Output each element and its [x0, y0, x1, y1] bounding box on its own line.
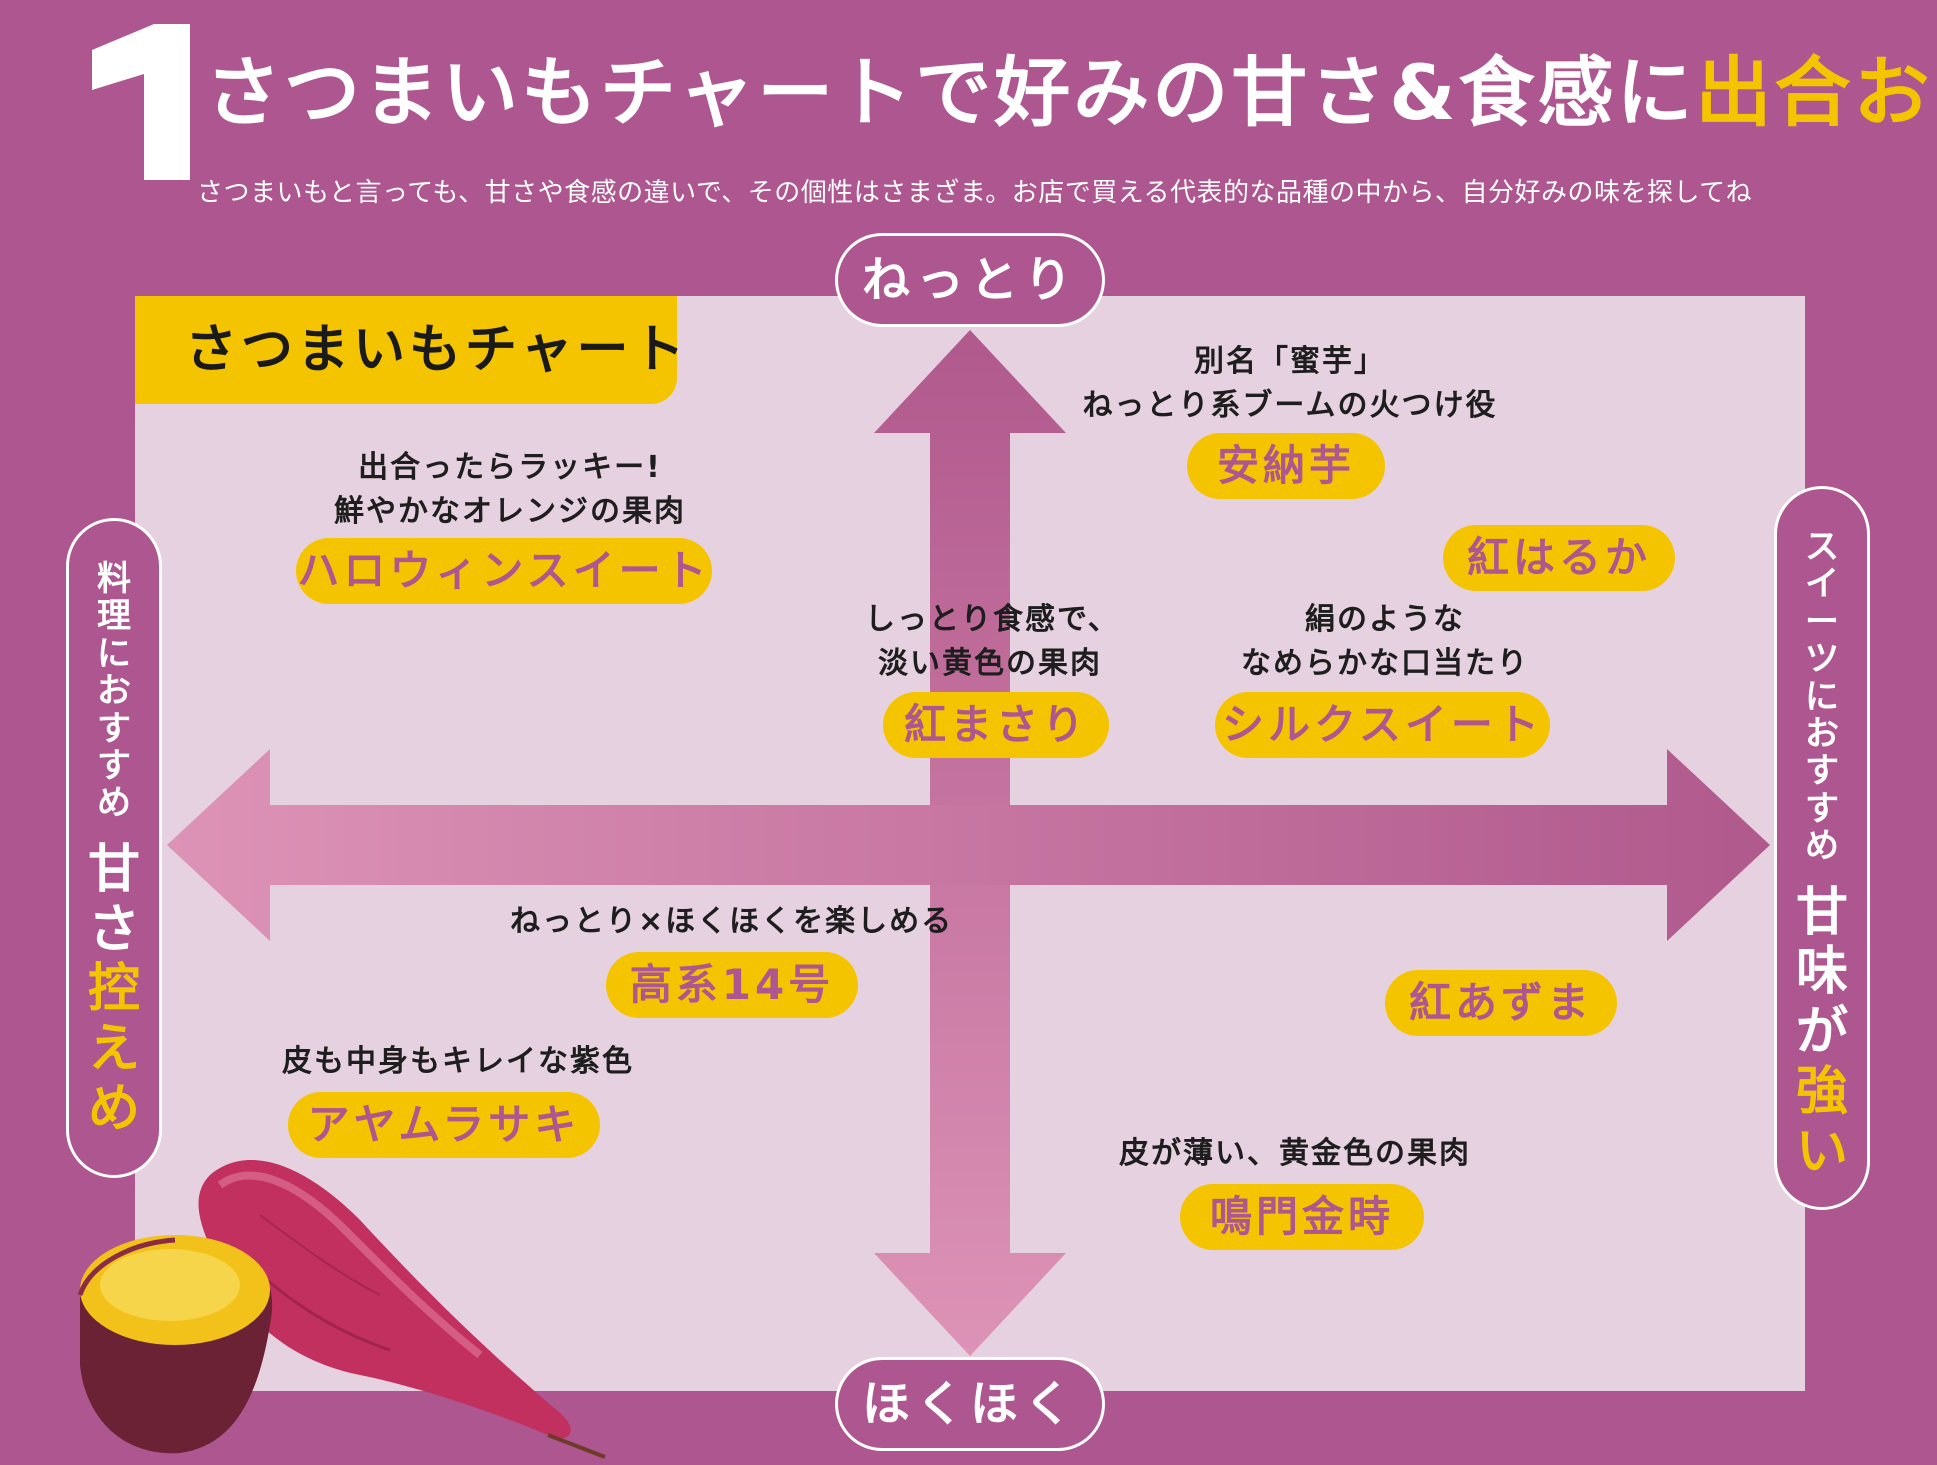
variety-desc-halloween: 出合ったらラッキー! 鮮やかなオレンジの果肉 — [334, 450, 686, 529]
variety-desc-silksweet: 絹のような なめらかな口当たり — [1241, 602, 1529, 681]
axis-right-big-text: 甘味が強い — [1795, 882, 1848, 1182]
section-number-one — [92, 24, 190, 180]
variety-tag-halloween-sweet: ハロウィンスイート — [296, 538, 712, 604]
axis-label-left: 料理におすすめ 甘さ控えめ — [66, 518, 162, 1178]
sweet-potato-illustration — [77, 1160, 606, 1459]
variety-tag-beniharuka: 紅はるか — [1443, 525, 1675, 591]
variety-desc-benimasari: しっとり食感で、 淡い黄色の果肉 — [865, 602, 1120, 681]
title-main: さつまいもチャートで好みの甘さ&食感に — [205, 48, 1696, 137]
chart-title-tag: さつまいもチャート — [135, 296, 684, 404]
axis-right-small-text: スイーツにおすすめ — [1805, 527, 1839, 867]
page-title: さつまいもチャートで好みの甘さ&食感に出合おう — [205, 55, 1937, 131]
variety-desc-narutokintoki: 皮が薄い、黄金色の果肉 — [1119, 1136, 1471, 1171]
axis-label-bottom: ほくほく — [835, 1357, 1105, 1451]
axis-label-top: ねっとり — [835, 233, 1105, 327]
variety-desc-annou: 別名「蜜芋」 ねっとり系ブームの火つけ役 — [1082, 344, 1498, 423]
variety-tag-silksweet: シルクスイート — [1215, 692, 1550, 758]
variety-tag-ayamurasaki: アヤムラサキ — [288, 1092, 600, 1158]
horizontal-arrow — [167, 749, 1770, 941]
variety-tag-koukei14: 高系14号 — [606, 952, 858, 1018]
axis-left-big-text: 甘さ控えめ — [87, 839, 140, 1139]
cut-sweet-potato-icon — [77, 1235, 273, 1454]
axis-left-small-text: 料理におすすめ — [97, 559, 131, 824]
axis-label-right: スイーツにおすすめ 甘味が強い — [1774, 486, 1870, 1210]
variety-tag-annou: 安納芋 — [1187, 433, 1385, 499]
variety-tag-benimasari: 紅まさり — [883, 692, 1109, 758]
variety-desc-koukei14: ねっとり×ほくほくを楽しめる — [510, 904, 954, 939]
variety-tag-narutokintoki: 鳴門金時 — [1180, 1184, 1424, 1250]
page-subtitle: さつまいもと言っても、甘さや食感の違いで、その個性はさまざま。お店で買える代表的… — [197, 178, 1753, 208]
variety-desc-ayamurasaki: 皮も中身もキレイな紫色 — [282, 1044, 634, 1079]
title-highlight: 出合おう — [1695, 48, 1937, 137]
variety-tag-beniazuma: 紅あずま — [1385, 970, 1617, 1036]
